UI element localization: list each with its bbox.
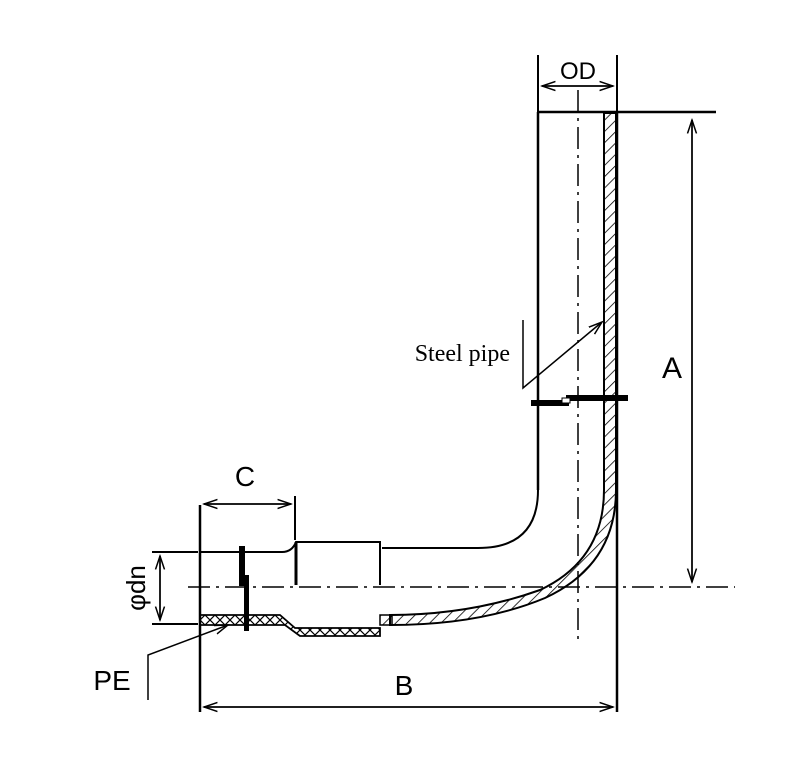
label-od: OD xyxy=(560,58,596,85)
pipe-joint-collar xyxy=(531,395,628,406)
label-pe: PE xyxy=(93,665,130,696)
label-c: C xyxy=(235,461,255,492)
dimension-c xyxy=(204,496,296,540)
pe-leader xyxy=(147,625,228,700)
label-b: B xyxy=(395,670,414,701)
label-dn: φdn xyxy=(121,565,151,611)
inner-bend-curve xyxy=(382,489,539,549)
label-a: A xyxy=(662,352,682,385)
pe-section xyxy=(199,541,393,637)
steel-pipe-leader xyxy=(522,320,602,390)
label-steel-pipe: Steel pipe xyxy=(415,341,510,367)
dimension-b xyxy=(198,505,613,712)
dimension-od xyxy=(537,55,618,112)
dimension-dn xyxy=(152,551,198,625)
